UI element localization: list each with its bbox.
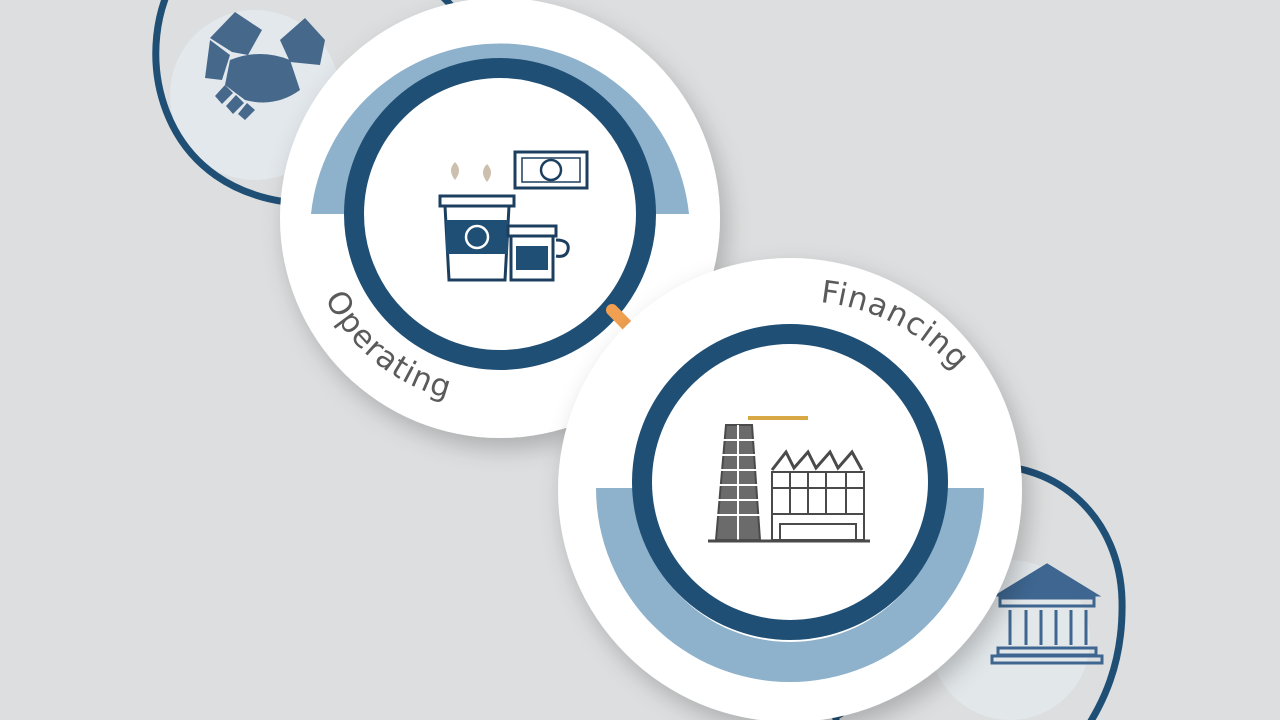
financing-circle: Financing xyxy=(558,258,1022,720)
financing-light-arc xyxy=(596,488,984,682)
coffee-cups-and-banknote-icon xyxy=(438,150,589,282)
factory-icon xyxy=(708,416,870,543)
bottom-right-arc xyxy=(974,462,1126,720)
top-left-arc xyxy=(152,0,464,208)
handshake-icon xyxy=(205,12,325,120)
operating-light-arc xyxy=(311,43,689,214)
bank-building-icon xyxy=(990,563,1104,665)
operating-dark-ring xyxy=(344,58,656,370)
